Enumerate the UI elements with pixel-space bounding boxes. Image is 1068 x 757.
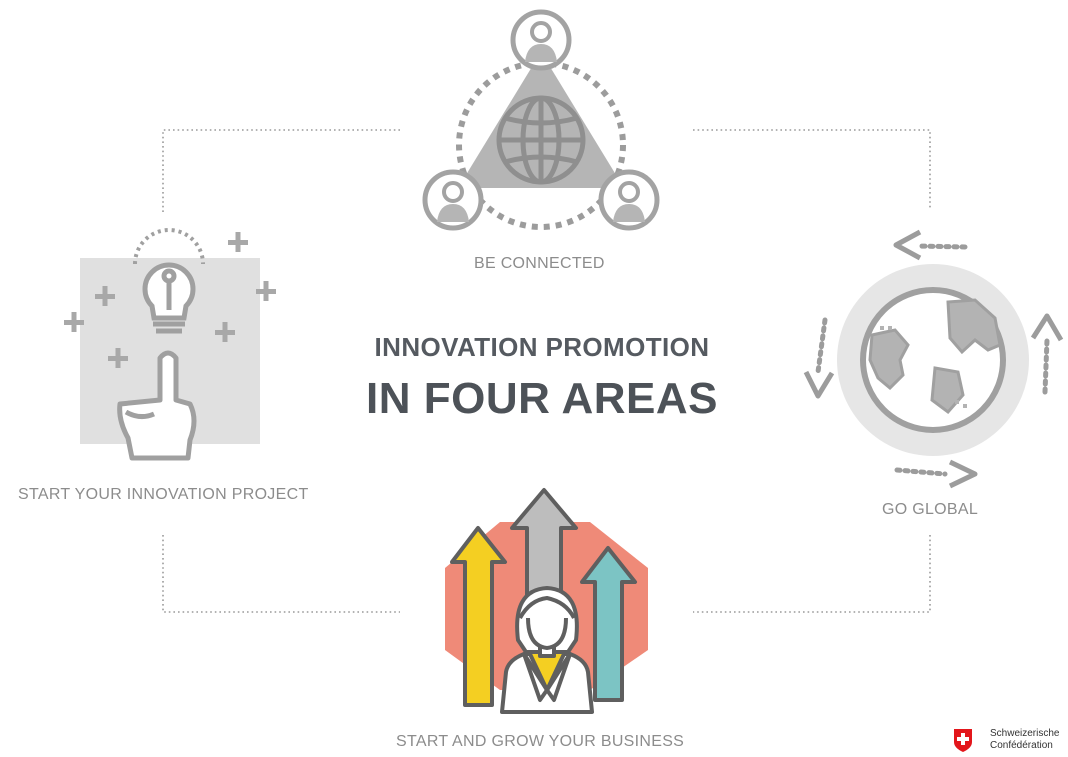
logo-text-line-1: Schweizerische (990, 728, 1060, 739)
label-start-innovation-project: START YOUR INNOVATION PROJECT (18, 486, 309, 503)
title-line-2: IN FOUR AREAS (366, 374, 718, 423)
label-go-global: GO GLOBAL (882, 501, 979, 518)
person-node-top (510, 9, 572, 71)
globe-icon (803, 229, 1064, 489)
person-node-right (598, 169, 660, 231)
label-start-grow-business: START AND GROW YOUR BUSINESS (396, 733, 685, 750)
connector-top-right (693, 129, 931, 210)
connector-bottom-right (693, 535, 931, 613)
network-icon (422, 9, 660, 231)
logo-text-line-2: Confédération (990, 740, 1053, 751)
connector-top-left (162, 129, 400, 215)
business-growth-icon (445, 488, 648, 714)
swiss-shield-icon (953, 728, 973, 752)
businesswoman (500, 586, 594, 714)
label-be-connected: BE CONNECTED (474, 255, 605, 272)
person-node-left (422, 169, 484, 231)
title-line-1: INNOVATION PROMOTION (374, 332, 710, 362)
lightbulb-hand-icon (64, 228, 276, 461)
connector-bottom-left (162, 535, 400, 613)
